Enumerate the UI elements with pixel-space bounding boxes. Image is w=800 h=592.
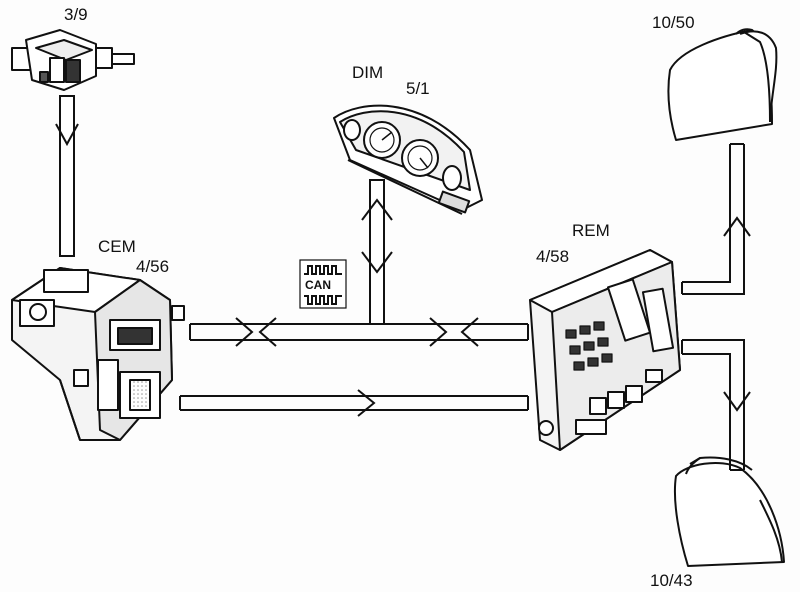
cem-name-label: CEM: [98, 237, 136, 256]
bus-lower: [179, 389, 529, 417]
can-badge-label: CAN: [305, 278, 331, 292]
lamp-bottom-code-label: 10/43: [650, 571, 693, 590]
cem-code-label: 4/56: [136, 257, 170, 276]
rem-module: [529, 249, 681, 451]
lamp-bottom: [673, 456, 785, 567]
switch-component: [11, 29, 135, 91]
can-bus-upper: [189, 317, 529, 347]
instrument-cluster: [333, 104, 483, 215]
switch-code-label: 3/9: [64, 5, 88, 24]
arrow-rem-to-lamp-top: [681, 143, 751, 295]
arrow-dim-bus: [361, 179, 393, 325]
lamp-top: [667, 28, 778, 141]
rem-code-label: 4/58: [536, 247, 570, 266]
dim-code-label: 5/1: [406, 79, 430, 98]
lamp-top-code-label: 10/50: [652, 13, 695, 32]
can-badge: [299, 259, 347, 309]
arrow-rem-to-lamp-bottom: [681, 339, 751, 471]
cem-module: [11, 267, 185, 441]
arrow-switch-to-cem: [55, 95, 79, 257]
rem-name-label: REM: [572, 221, 610, 240]
dim-name-label: DIM: [352, 63, 384, 82]
